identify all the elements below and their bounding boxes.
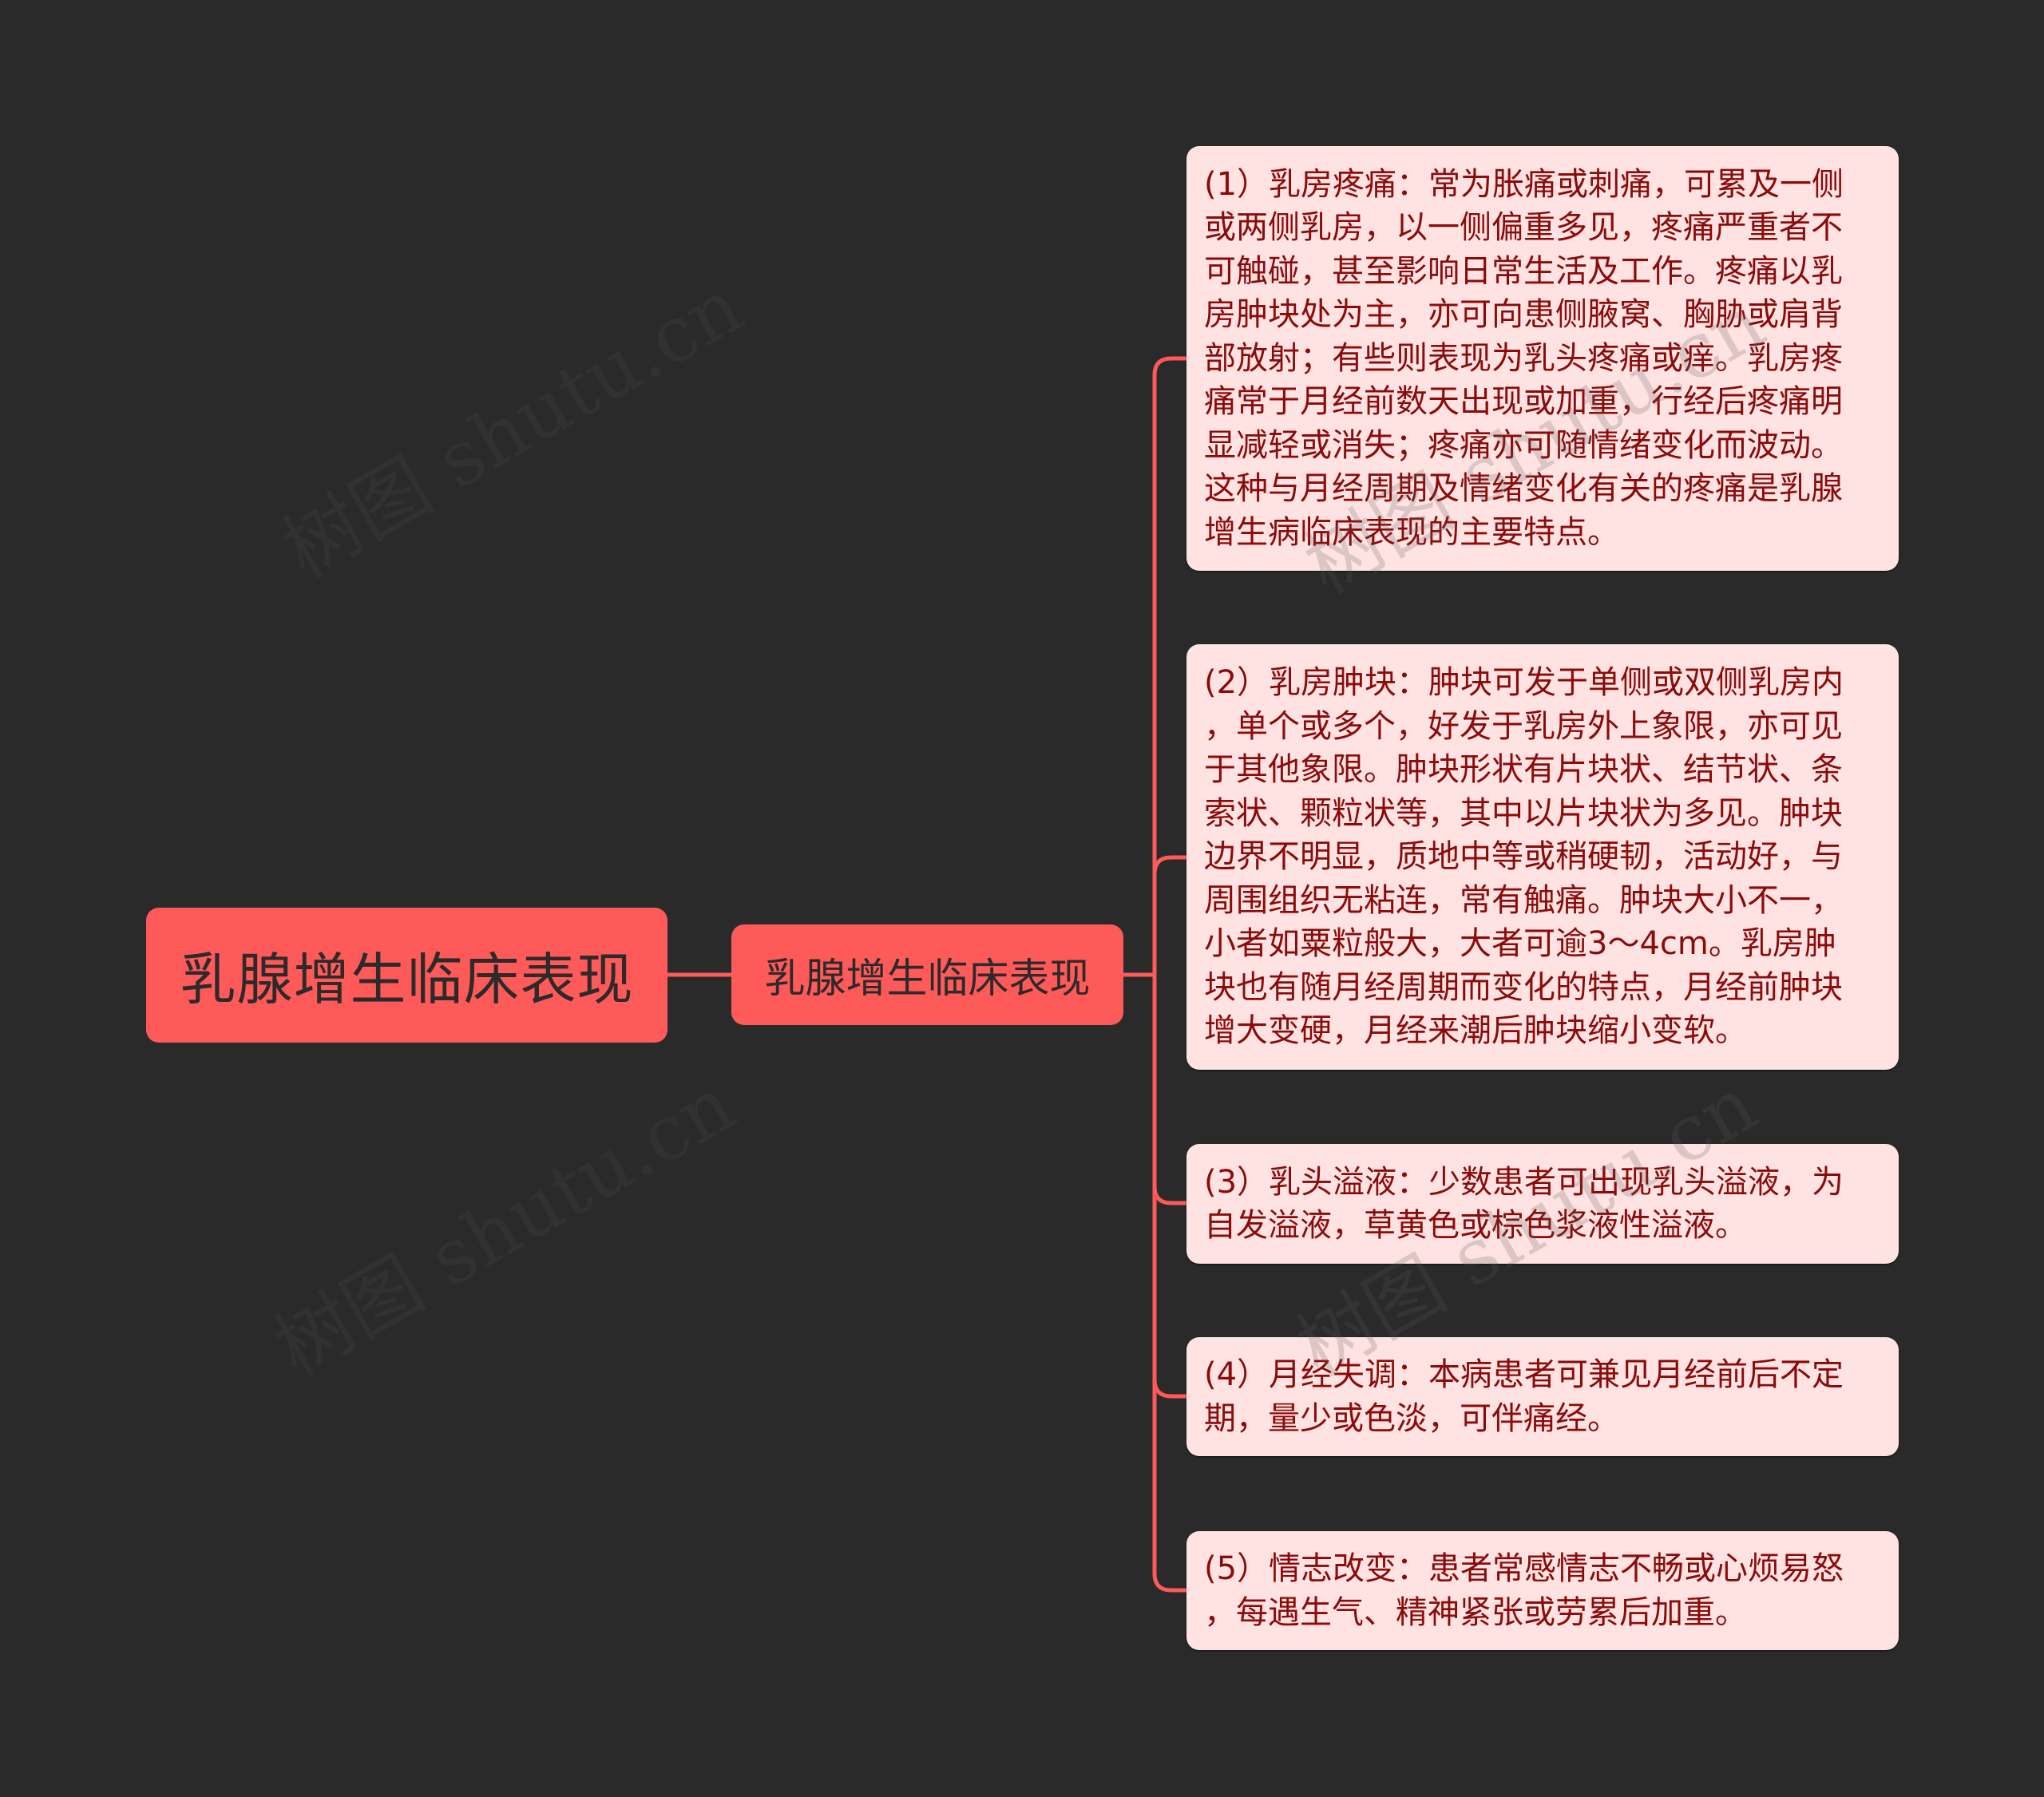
text-line: 期，量少或色淡，可伴痛经。 bbox=[1204, 1399, 1619, 1437]
text-line: 于其他象限。肿块形状有片块状、结节状、条 bbox=[1204, 751, 1843, 789]
connector-leaf-5 bbox=[1152, 972, 1189, 1593]
text-line: (2）乳房肿块：肿块可发于单侧或双侧乳房内 bbox=[1204, 664, 1844, 702]
text-line: 自发溢液，草黄色或棕色浆液性溢液。 bbox=[1204, 1207, 1747, 1244]
leaf-node-text: (5）情志改变：患者常感情志不畅或心烦易怒 ，每遇生气、精神紧张或劳累后加重。 bbox=[1204, 1547, 1883, 1634]
text-line: 房肿块处为主，亦可向患侧腋窝、胸胁或肩背 bbox=[1204, 296, 1843, 334]
text-line: (1）乳房疼痛：常为胀痛或刺痛，可累及一侧 bbox=[1204, 165, 1844, 203]
leaf-node-emotional-change[interactable]: (5）情志改变：患者常感情志不畅或心烦易怒 ，每遇生气、精神紧张或劳累后加重。 bbox=[1186, 1531, 1899, 1650]
text-line: 增生病临床表现的主要特点。 bbox=[1204, 513, 1619, 551]
text-line: 部放射；有些则表现为乳头疼痛或痒。乳房疼 bbox=[1204, 339, 1843, 377]
leaf-node-text: (2）乳房肿块：肿块可发于单侧或双侧乳房内 ，单个或多个，好发于乳房外上象限，亦… bbox=[1204, 661, 1883, 1053]
connector-leaf-3 bbox=[1152, 1184, 1189, 1205]
text-line: 痛常于月经前数天出现或加重，行经后疼痛明 bbox=[1204, 383, 1843, 421]
leaf-node-breast-pain[interactable]: (1）乳房疼痛：常为胀痛或刺痛，可累及一侧 或两侧乳房，以一侧偏重多见，疼痛严重… bbox=[1186, 146, 1899, 571]
connector-leaf-4 bbox=[1152, 1377, 1189, 1399]
root-node[interactable]: 乳腺增生临床表现 bbox=[146, 908, 667, 1043]
text-line: 可触碰，甚至影响日常生活及工作。疼痛以乳 bbox=[1204, 252, 1843, 290]
leaf-node-text: (3）乳头溢液：少数患者可出现乳头溢液，为 自发溢液，草黄色或棕色浆液性溢液。 bbox=[1204, 1161, 1883, 1248]
leaf-node-text: (1）乳房疼痛：常为胀痛或刺痛，可累及一侧 或两侧乳房，以一侧偏重多见，疼痛严重… bbox=[1204, 163, 1883, 555]
text-line: (5）情志改变：患者常感情志不畅或心烦易怒 bbox=[1204, 1550, 1844, 1587]
text-line: 显减轻或消失；疼痛亦可随情绪变化而波动。 bbox=[1204, 426, 1843, 464]
text-line: (3）乳头溢液：少数患者可出现乳头溢液，为 bbox=[1204, 1163, 1844, 1201]
text-line: 索状、颗粒状等，其中以片块状为多见。肿块 bbox=[1204, 794, 1843, 832]
text-line: 或两侧乳房，以一侧偏重多见，疼痛严重者不 bbox=[1204, 209, 1843, 247]
text-line: ，每遇生气、精神紧张或劳累后加重。 bbox=[1204, 1593, 1747, 1631]
root-node-label: 乳腺增生临床表现 bbox=[180, 947, 634, 1012]
text-line: 块也有随月经周期而变化的特点，月经前肿块 bbox=[1204, 968, 1843, 1006]
connector-leaf-1 bbox=[1152, 356, 1189, 977]
leaf-node-menstrual-disorder[interactable]: (4）月经失调：本病患者可兼见月经前后不定 期，量少或色淡，可伴痛经。 bbox=[1186, 1337, 1899, 1456]
branch-node-label: 乳腺增生临床表现 bbox=[764, 956, 1091, 1003]
text-line: 周围组织无粘连，常有触痛。肿块大小不一， bbox=[1204, 881, 1843, 919]
leaf-node-breast-lump[interactable]: (2）乳房肿块：肿块可发于单侧或双侧乳房内 ，单个或多个，好发于乳房外上象限，亦… bbox=[1186, 644, 1899, 1070]
leaf-node-text: (4）月经失调：本病患者可兼见月经前后不定 期，量少或色淡，可伴痛经。 bbox=[1204, 1353, 1883, 1440]
branch-node[interactable]: 乳腺增生临床表现 bbox=[731, 924, 1123, 1025]
text-line: (4）月经失调：本病患者可兼见月经前后不定 bbox=[1204, 1356, 1844, 1393]
leaf-node-nipple-discharge[interactable]: (3）乳头溢液：少数患者可出现乳头溢液，为 自发溢液，草黄色或棕色浆液性溢液。 bbox=[1186, 1144, 1899, 1264]
text-line: 小者如粟粒般大，大者可逾3～4cm。乳房肿 bbox=[1204, 925, 1836, 963]
text-line: 这种与月经周期及情绪变化有关的疼痛是乳腺 bbox=[1204, 470, 1843, 508]
text-line: 增大变硬，月经来潮后肿块缩小变软。 bbox=[1204, 1012, 1747, 1050]
connector-leaf-2 bbox=[1152, 855, 1189, 881]
text-line: 边界不明显，质地中等或稍硬韧，活动好，与 bbox=[1204, 838, 1843, 876]
text-line: ，单个或多个，好发于乳房外上象限，亦可见 bbox=[1204, 707, 1843, 745]
